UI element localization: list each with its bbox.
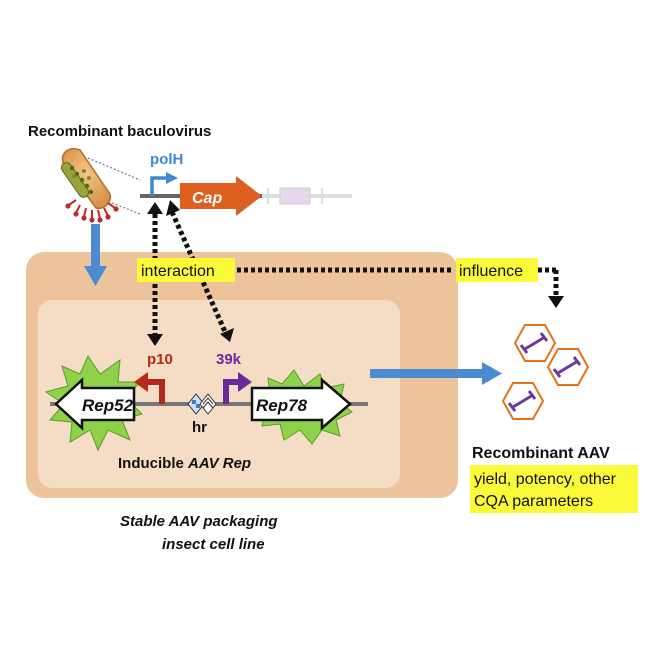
aav-capsid-icon xyxy=(546,348,590,386)
raav-attributes-line2: CQA parameters xyxy=(474,493,593,510)
rep52-label: Rep52 xyxy=(82,396,134,415)
hr-label: hr xyxy=(192,419,207,436)
raav-attributes-line1: yield, potency, other xyxy=(474,471,617,488)
infection-arrow xyxy=(84,224,107,286)
zoom-lines xyxy=(87,157,141,215)
influence-label: influence xyxy=(459,263,523,280)
baculovirus-title: Recombinant baculovirus xyxy=(28,123,211,140)
inducible-label: Inducible AAV Rep xyxy=(118,455,251,472)
raav-title: Recombinant AAV xyxy=(472,445,610,462)
production-arrow xyxy=(370,362,502,385)
p10-label: p10 xyxy=(147,351,173,368)
aav-capsid-icon xyxy=(501,382,545,420)
stable-cell-line-line2: insect cell line xyxy=(162,536,265,553)
baculovirus-icon xyxy=(60,148,119,223)
polh-label: polH xyxy=(150,151,183,168)
raav-attributes-highlight xyxy=(470,465,638,513)
p10-promoter-arrow-icon xyxy=(134,372,165,404)
cap-gene-arrow xyxy=(180,176,262,216)
hr-enhancer-icon xyxy=(187,393,217,415)
influence-highlight xyxy=(456,258,538,282)
rep78-gene-arrow xyxy=(250,377,352,431)
influence-arrow xyxy=(237,267,559,296)
interaction-label: interaction xyxy=(141,263,215,280)
cap-label: Cap xyxy=(192,190,222,207)
39k-label: 39k xyxy=(216,351,242,368)
polh-promoter-arrow-icon xyxy=(150,172,178,196)
rep78-label: Rep78 xyxy=(256,396,308,415)
39k-promoter-arrow-icon xyxy=(223,372,252,404)
stable-cell-line-line1: Stable AAV packaging xyxy=(120,513,278,530)
aav-capsid-icon xyxy=(513,324,557,362)
rep52-gene-arrow xyxy=(54,377,136,431)
interaction-highlight xyxy=(137,258,235,282)
